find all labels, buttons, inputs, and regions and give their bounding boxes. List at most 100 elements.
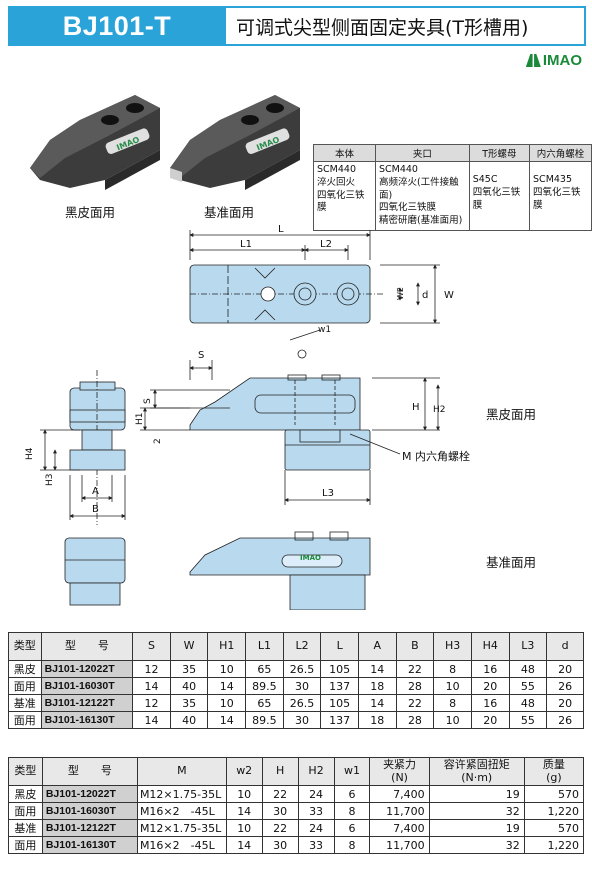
table-cell: 10 [207,694,247,712]
table-cell: 基准 [8,694,42,712]
svg-text:H3: H3 [45,474,55,487]
table1-header: S [132,632,171,661]
table-cell: 8 [433,660,472,678]
table-cell: 22 [261,819,299,837]
table-cell: 89.5 [245,711,284,729]
table-cell: 22 [395,694,435,712]
svg-text:H: H [412,402,420,413]
imao-logo: IMAO [525,52,582,69]
table-cell: 570 [523,819,585,837]
mat-cell: S45C 四氧化三铁膜 [468,160,531,232]
material-table: 本体 夹口 T形螺母 内六角螺栓 SCM440 淬火回火 四氧化三铁膜 SCM4… [313,144,592,232]
table-cell: 20 [546,660,584,678]
drawing-label-reference: 基准面用 [486,555,537,570]
technical-drawing: L L1 L2 W d W2 S w1 H1 S 2 H H2 H4 H3 A … [25,224,470,610]
table-cell: 8 [433,694,472,712]
table2-header: M [136,757,227,786]
svg-text:L2: L2 [320,239,332,250]
table-cell: 30 [261,836,299,854]
table-cell: 19 [428,785,525,803]
svg-text:W: W [444,290,454,301]
table-cell: 14 [357,660,397,678]
table-cell: 40 [169,711,209,729]
table1-header: H3 [433,632,472,661]
table-cell: M12×1.75-35L [136,819,227,837]
table2-header: 型 号 [41,757,138,786]
table-cell: 12 [132,694,171,712]
table-cell: 16 [470,694,510,712]
table1-header: A [357,632,397,661]
table1-header: d [546,632,584,661]
table-cell: 7,400 [369,785,430,803]
table-cell: 20 [470,711,510,729]
table-cell: BJ101-16130T [41,836,138,854]
table-cell: 35 [169,660,209,678]
table-cell: 14 [357,694,397,712]
svg-text:A: A [92,486,99,497]
table-cell: BJ101-16030T [41,802,138,820]
table-cell: 26 [546,677,584,695]
svg-text:L3: L3 [322,488,334,499]
table-cell: 20 [546,694,584,712]
table-cell: 105 [320,660,359,678]
table-cell: 10 [225,819,263,837]
table-cell: 14 [207,711,247,729]
svg-text:2: 2 [153,438,163,444]
svg-text:B: B [92,504,99,515]
table-cell: 8 [333,836,371,854]
table-cell: 32 [428,836,525,854]
table-cell: 10 [433,711,472,729]
table2-header: 夹紧力 (N) [369,757,430,786]
table1-header: L1 [245,632,284,661]
clamp-reference-image: IMAO [170,95,300,190]
label-black-skin: 黑皮面用 [65,205,116,220]
table-cell: 面用 [8,836,43,854]
table-cell: 55 [508,711,548,729]
mat-cell: SCM440 高频淬火(工件接触面) 四氧化三铁膜 精密研磨(基准面用) [374,160,470,232]
table-cell: 黑皮 [8,785,43,803]
mat-header: 本体 [313,144,376,162]
table-cell: 65 [245,660,284,678]
table-cell: 1,220 [523,836,585,854]
table-cell: 11,700 [369,836,430,854]
table-cell: 16 [470,660,510,678]
svg-text:M 内六角螺栓: M 内六角螺栓 [402,449,470,463]
imao-logo-icon [525,54,541,67]
mat-header: T形螺母 [468,144,531,162]
table-cell: 89.5 [245,677,284,695]
table-cell: 面用 [8,677,42,695]
table1-header: L3 [508,632,548,661]
table-cell: 6 [333,785,371,803]
svg-text:H4: H4 [25,447,35,460]
svg-text:H2: H2 [433,405,446,415]
table1-header: W [169,632,209,661]
table1-header: B [395,632,435,661]
table2-header: H [261,757,299,786]
table-cell: BJ101-12022T [41,785,138,803]
drawing-label-black-skin: 黑皮面用 [486,407,537,422]
svg-text:S: S [143,398,153,404]
table1-header: L [320,632,359,661]
table-cell: 8 [333,802,371,820]
table-cell: 48 [508,694,548,712]
svg-text:S: S [198,350,204,361]
table-cell: 黑皮 [8,660,42,678]
table-cell: BJ101-16030T [40,677,134,695]
table-cell: 33 [297,836,335,854]
table-cell: 22 [261,785,299,803]
table2-header: 容许紧固扭矩 (N·m) [428,757,525,786]
table-cell: M12×1.75-35L [136,785,227,803]
table-cell: 26.5 [282,694,322,712]
table1-header: H1 [207,632,247,661]
table-cell: BJ101-12022T [40,660,134,678]
table-cell: M16×2 -45L [136,802,227,820]
table2-header: 类型 [8,757,43,786]
table-cell: 7,400 [369,819,430,837]
table1-header: L2 [282,632,322,661]
table-cell: BJ101-12122T [41,819,138,837]
